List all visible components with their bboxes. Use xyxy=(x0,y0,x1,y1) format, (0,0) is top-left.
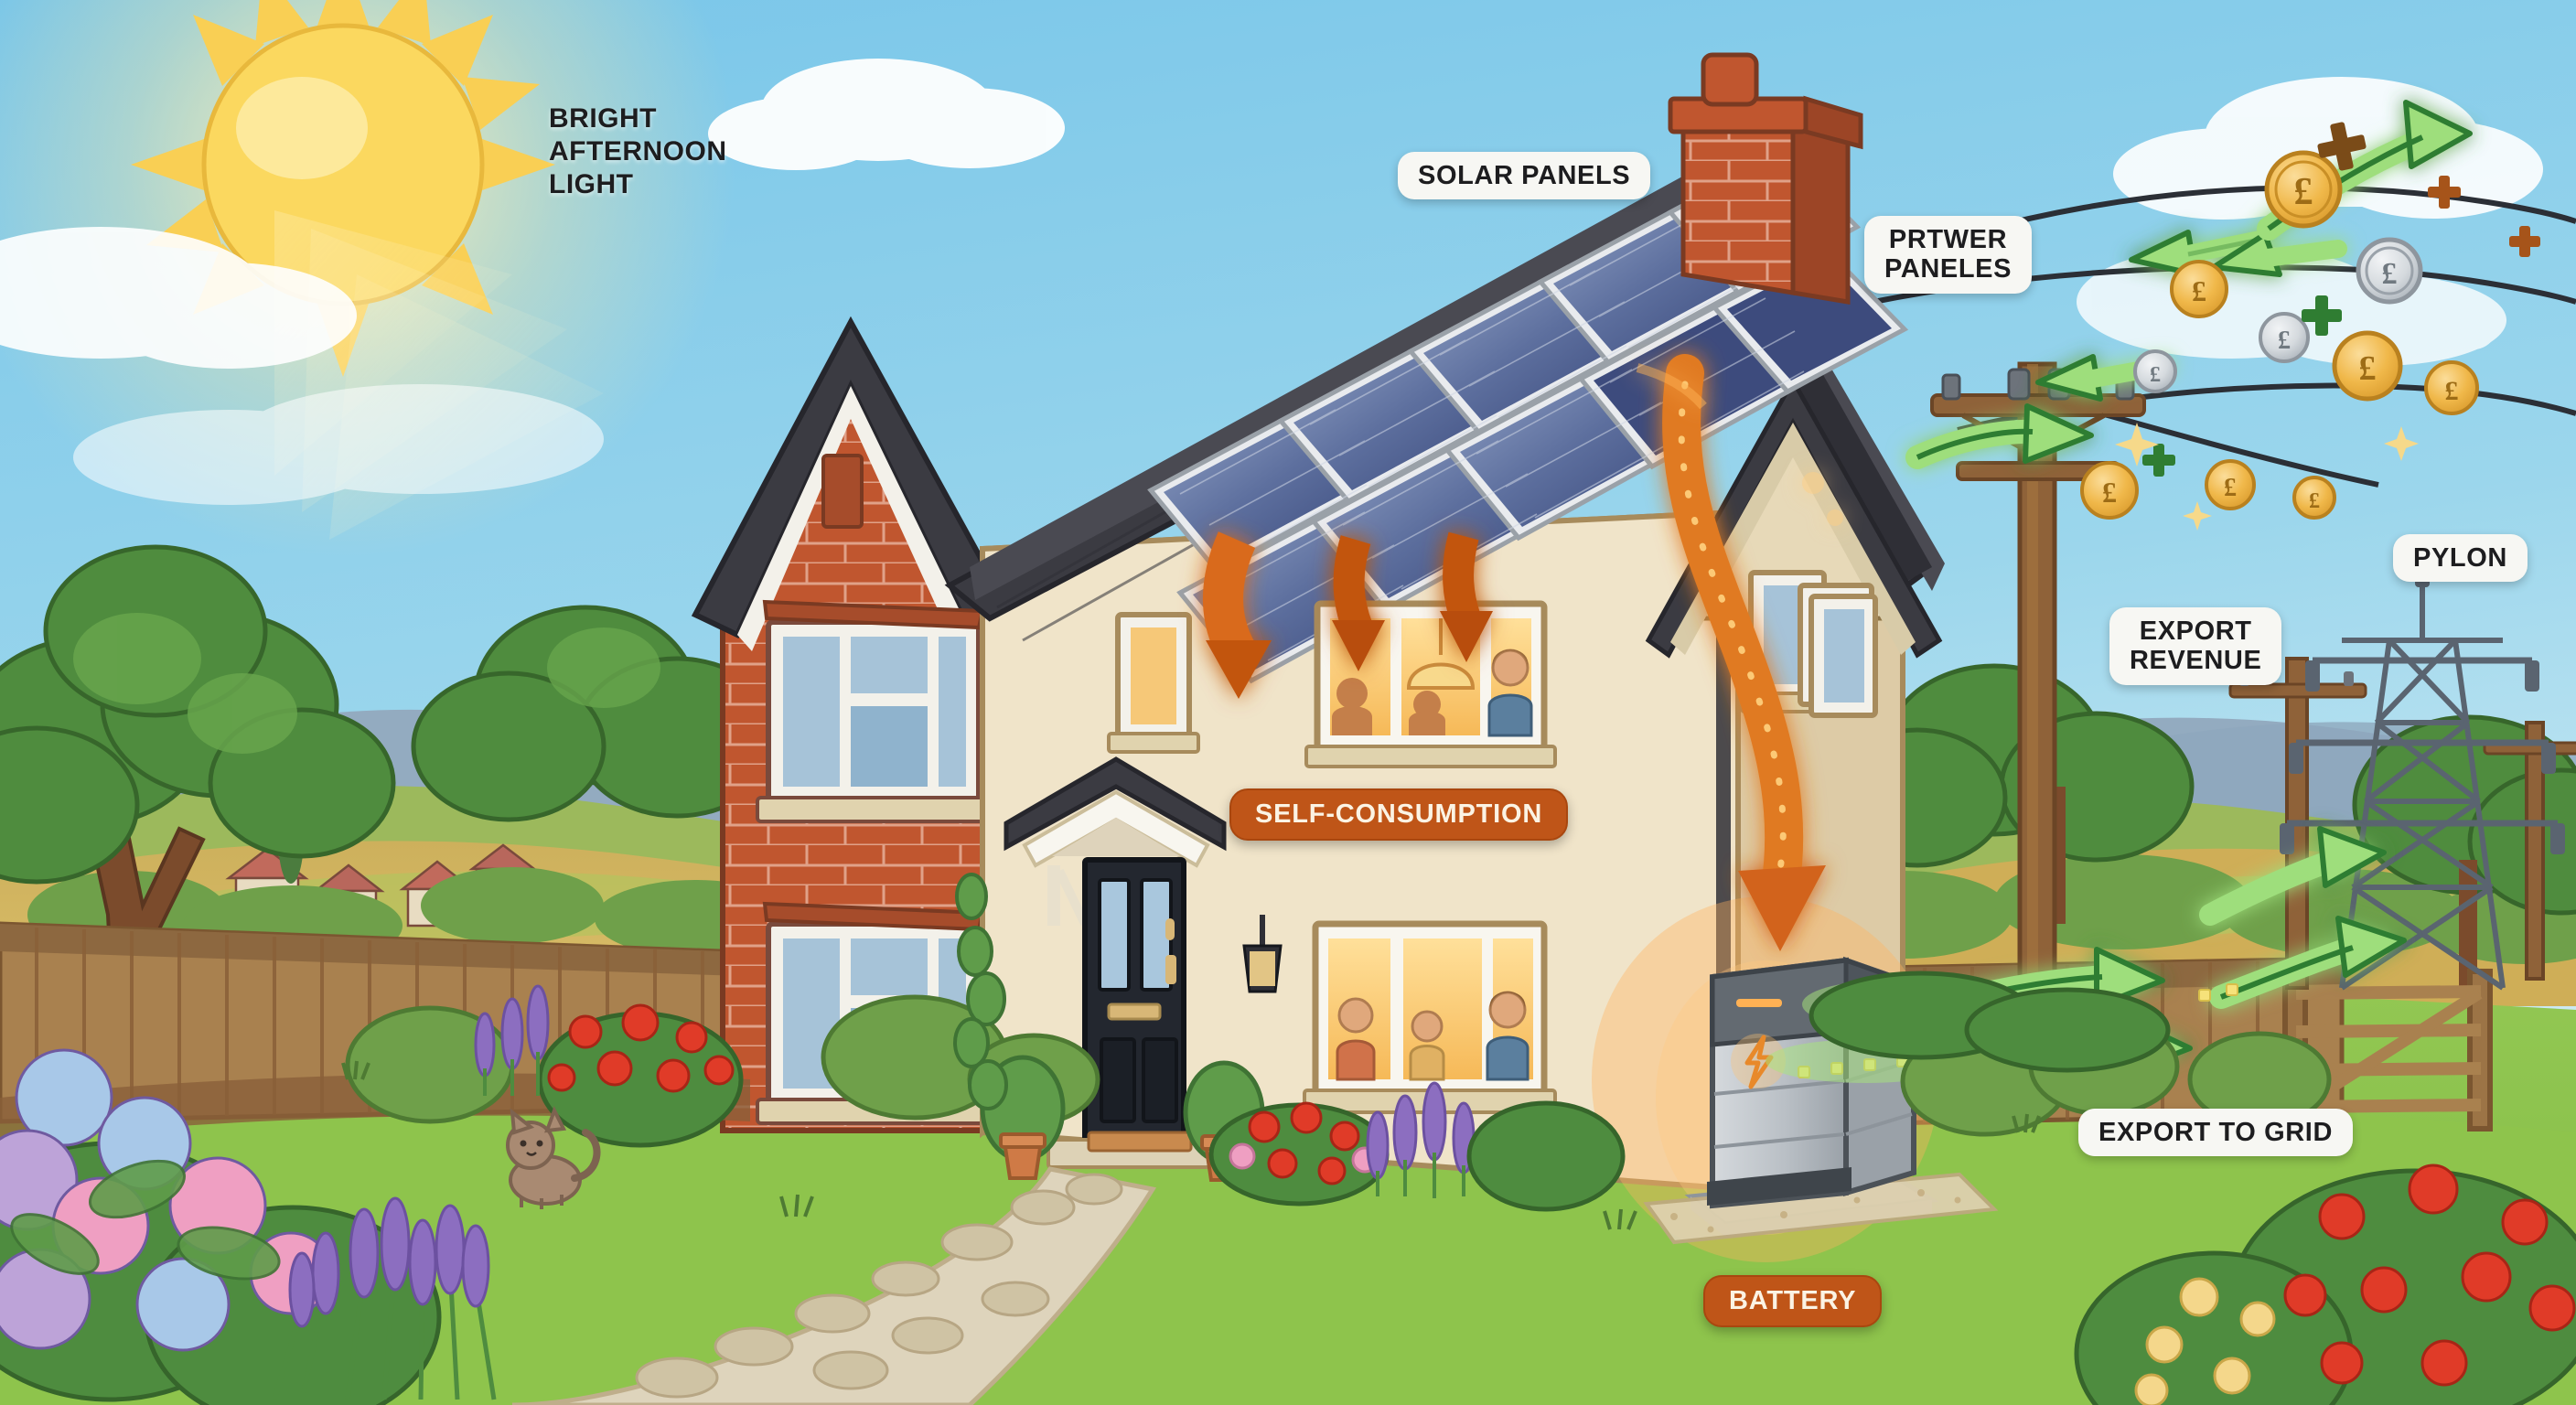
family-figures xyxy=(1336,991,1530,1081)
wall-lamp xyxy=(1242,915,1283,993)
svg-text:£: £ xyxy=(2382,257,2398,291)
svg-text:£: £ xyxy=(2294,171,2313,213)
label-line: PRTWER xyxy=(1888,225,2008,254)
label-export-to-grid: EXPORT TO GRID xyxy=(2078,1109,2354,1157)
label-line: PANELES xyxy=(1884,254,2012,284)
lavender-front xyxy=(1366,1081,1476,1198)
coin-gold-7: £ xyxy=(2292,476,2336,520)
lightning-bolt-icon xyxy=(1731,1034,1786,1089)
label-prtwer-paneles: PRTWER PANELES xyxy=(1864,216,2033,294)
svg-text:£: £ xyxy=(2150,363,2161,387)
label-battery: BATTERY xyxy=(1703,1275,1883,1327)
garden-path xyxy=(511,1166,1157,1405)
window-left-upper xyxy=(756,599,992,823)
chimney xyxy=(1668,52,1863,305)
hydrangea-cluster xyxy=(0,1048,442,1405)
rose-bush-left xyxy=(537,1003,744,1148)
label-line: BRIGHT xyxy=(549,103,657,134)
self-consumption-arrows xyxy=(1203,531,1493,699)
coin-gold-2: £ xyxy=(2170,260,2228,318)
coin-silver-2: £ xyxy=(2259,312,2310,363)
svg-text:£: £ xyxy=(2278,327,2291,355)
sparkles xyxy=(2115,423,2419,531)
label-text: PYLON xyxy=(2413,543,2507,573)
shrub-front-right xyxy=(1466,1100,1626,1212)
svg-text:£: £ xyxy=(2192,274,2206,307)
coin-gold-3: £ xyxy=(2332,330,2403,402)
flower-bed-front xyxy=(1208,1101,1390,1207)
svg-text:£: £ xyxy=(2102,476,2117,509)
label-text: EXPORT TO GRID xyxy=(2098,1118,2334,1147)
plus-signs xyxy=(2142,122,2540,477)
front-porch xyxy=(1004,756,1227,927)
window-right-wall-upper xyxy=(1809,594,1878,718)
front-door xyxy=(1082,857,1186,1142)
label-pylon: PYLON xyxy=(2393,534,2528,583)
label-text: SOLAR PANELS xyxy=(1418,161,1631,190)
label-solar-panels: SOLAR PANELS xyxy=(1398,152,1651,200)
coin-gold-5: £ xyxy=(2080,461,2139,520)
climbing-plant xyxy=(953,873,1008,1110)
label-line: EXPORT xyxy=(2139,617,2252,646)
label-text: BATTERY xyxy=(1729,1286,1857,1315)
svg-text:£: £ xyxy=(2359,349,2377,388)
hedge-right xyxy=(1809,971,2171,1073)
grass-tufts xyxy=(341,1060,2041,1230)
label-line: REVENUE xyxy=(2130,646,2262,676)
label-text: SELF-CONSUMPTION xyxy=(1255,799,1543,829)
label-self-consumption: SELF-CONSUMPTION xyxy=(1229,788,1569,841)
coin-silver-1: £ xyxy=(2356,237,2423,305)
door-step xyxy=(1046,1131,1229,1169)
coin-gold-4: £ xyxy=(2424,360,2479,415)
svg-text:£: £ xyxy=(2224,474,2237,502)
coin-gold-6: £ xyxy=(2205,459,2256,510)
label-bright-afternoon-light: BRIGHT AFTERNOON LIGHT xyxy=(549,102,727,201)
label-line: AFTERNOON xyxy=(549,136,727,166)
lavender-border xyxy=(474,984,550,1096)
label-line: LIGHT xyxy=(549,169,634,199)
coin-silver-3: £ xyxy=(2133,349,2177,393)
telegraph-pole-main xyxy=(1930,361,2146,1099)
coin-gold-1: £ xyxy=(2264,150,2343,229)
lavender-left xyxy=(272,1196,497,1400)
roof-eave-glow xyxy=(1636,363,1843,526)
window-main-upper-left xyxy=(1107,612,1200,754)
rose-bush-right xyxy=(2074,1164,2576,1405)
cat xyxy=(506,1105,601,1209)
window-main-lower-centre xyxy=(1303,920,1557,1114)
label-export-revenue: EXPORT REVENUE xyxy=(2109,607,2282,685)
panel-to-battery-arrow xyxy=(1662,354,1826,951)
svg-text:£: £ xyxy=(2309,489,2320,513)
svg-text:£: £ xyxy=(2445,376,2459,406)
